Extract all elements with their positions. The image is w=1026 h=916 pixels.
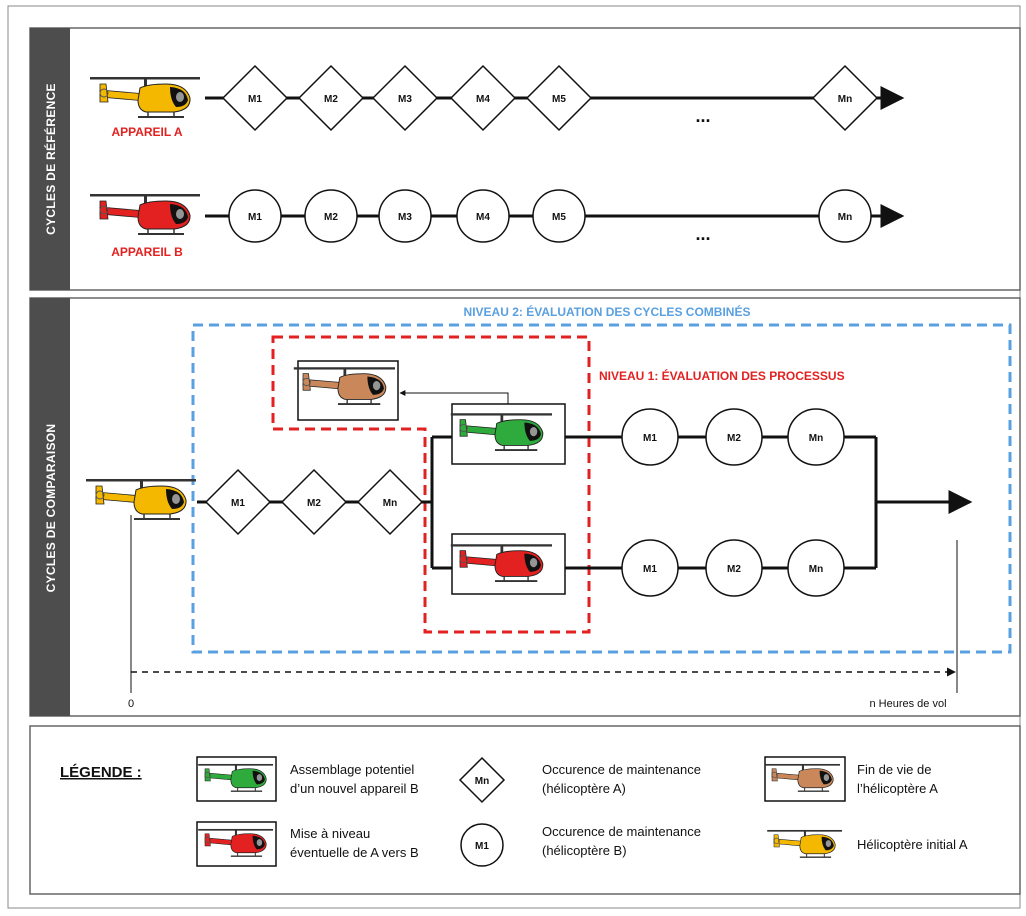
reference-a-node-3-label: M3	[398, 94, 412, 105]
level1-boundary	[271, 335, 591, 634]
legend-diamond-symbol	[458, 756, 506, 804]
legend-circle-line1: Occurence de maintenance	[542, 824, 701, 839]
aircraft-b-label: APPAREIL B	[111, 245, 183, 259]
reference-row-a-ellipsis: ...	[695, 106, 710, 126]
comparison-pre-node-2-shape	[280, 468, 348, 536]
reference-b-node-1-label: M1	[248, 212, 262, 223]
legend-orange-line2: l’hélicoptère A	[857, 781, 938, 796]
reference-b-node-5-label: M5	[552, 212, 566, 223]
reference-row-b-ellipsis: ...	[695, 224, 710, 244]
reference-b-node-2-shape	[304, 189, 358, 243]
comparison-upper-nodes: M1 M2 Mn	[621, 408, 845, 466]
comparison-lower-node-3-label: Mn	[809, 564, 823, 575]
initial-helicopter-a-icon	[85, 478, 197, 520]
reference-a-node-4-shape	[449, 64, 517, 132]
reference-b-node-3-label: M3	[398, 212, 412, 223]
comparison-upper-node-2-label: M2	[727, 433, 741, 444]
legend-circle-label: M1	[475, 841, 489, 852]
legend-circle-symbol	[460, 823, 504, 867]
legend-green-line2: d’un nouvel appareil B	[290, 781, 419, 796]
reference-b-node-3-shape	[378, 189, 432, 243]
legend-diamond-line2: (hélicoptère A)	[542, 781, 626, 796]
reference-section-bar	[30, 28, 70, 290]
comparison-pre-node-1-shape	[204, 468, 272, 536]
legend-diamond-line1: Occurence de maintenance	[542, 762, 701, 777]
legend-orange-line1: Fin de vie de	[857, 762, 931, 777]
reference-row-a-nodes: M1 M2 M3 M4 M5 Mn	[221, 64, 879, 132]
end-of-life-arrow	[399, 390, 509, 404]
level1-label: NIVEAU 1: ÉVALUATION DES PROCESSUS	[599, 368, 845, 383]
reference-a-node-5-label: M5	[552, 94, 566, 105]
reference-b-node-5-shape	[532, 189, 586, 243]
legend-green-line1: Assemblage potentiel	[290, 762, 414, 777]
comparison-pre-node-1-label: M1	[231, 498, 245, 509]
legend-diamond-label: Mn	[475, 776, 489, 787]
reference-a-node-6-shape	[811, 64, 879, 132]
aircraft-a-label: APPAREIL A	[111, 125, 182, 139]
comparison-pre-node-2-label: M2	[307, 498, 321, 509]
reference-b-node-2-label: M2	[324, 212, 338, 223]
reference-row-b-nodes: M1 M2 M3 M4 M5 Mn	[228, 189, 872, 243]
legend-red-line1: Mise à niveau	[290, 826, 370, 841]
comparison-upper-node-3-label: Mn	[809, 433, 823, 444]
reference-section-label: CYCLES DE RÉFÉRENCE	[43, 83, 58, 235]
legend-yellow-text: Hélicoptère initial A	[857, 837, 968, 852]
comparison-upper-node-1-label: M1	[643, 433, 657, 444]
reference-a-node-4-label: M4	[476, 94, 490, 105]
legend-red-line2: éventuelle de A vers B	[290, 845, 419, 860]
legend-title: LÉGENDE :	[60, 764, 142, 781]
legend-frame	[29, 725, 1021, 895]
reference-b-node-6-label: Mn	[838, 212, 852, 223]
aircraft-b-helicopter-icon	[89, 193, 201, 235]
comparison-lower-node-1-label: M1	[643, 564, 657, 575]
comparison-pre-node-3-shape	[356, 468, 424, 536]
comparison-upper-node-3-shape	[787, 408, 845, 466]
comparison-lower-nodes: M1 M2 Mn	[621, 539, 845, 597]
reference-b-node-6-shape	[818, 189, 872, 243]
reference-b-node-4-shape	[456, 189, 510, 243]
reference-a-node-3-shape	[371, 64, 439, 132]
reference-b-node-1-shape	[228, 189, 282, 243]
time-axis-end-label: n Heures de vol	[869, 698, 946, 710]
reference-a-node-1-label: M1	[248, 94, 262, 105]
reference-a-node-6-label: Mn	[838, 94, 852, 105]
comparison-lower-node-1-shape	[621, 539, 679, 597]
comparison-pre-nodes: M1 M2 Mn	[204, 468, 424, 536]
comparison-upper-node-2-shape	[705, 408, 763, 466]
level2-label: NIVEAU 2: ÉVALUATION DES CYCLES COMBINÉS	[464, 304, 751, 319]
comparison-section-label: CYCLES DE COMPARAISON	[44, 424, 58, 593]
reference-b-node-4-label: M4	[476, 212, 490, 223]
reference-a-node-1-shape	[221, 64, 289, 132]
legend-circle-line2: (hélicoptère B)	[542, 843, 627, 858]
reference-a-node-5-shape	[525, 64, 593, 132]
reference-a-node-2-label: M2	[324, 94, 338, 105]
comparison-lower-node-3-shape	[787, 539, 845, 597]
comparison-upper-node-1-shape	[621, 408, 679, 466]
legend-initial-helicopter-icon	[766, 829, 843, 858]
reference-a-node-2-shape	[297, 64, 365, 132]
comparison-lower-node-2-shape	[705, 539, 763, 597]
comparison-pre-node-3-label: Mn	[383, 498, 397, 509]
level2-boundary	[191, 323, 1012, 654]
aircraft-a-helicopter-icon	[89, 76, 201, 118]
time-axis-start-label: 0	[128, 698, 134, 710]
comparison-section-bar	[30, 298, 70, 716]
comparison-lower-node-2-label: M2	[727, 564, 741, 575]
